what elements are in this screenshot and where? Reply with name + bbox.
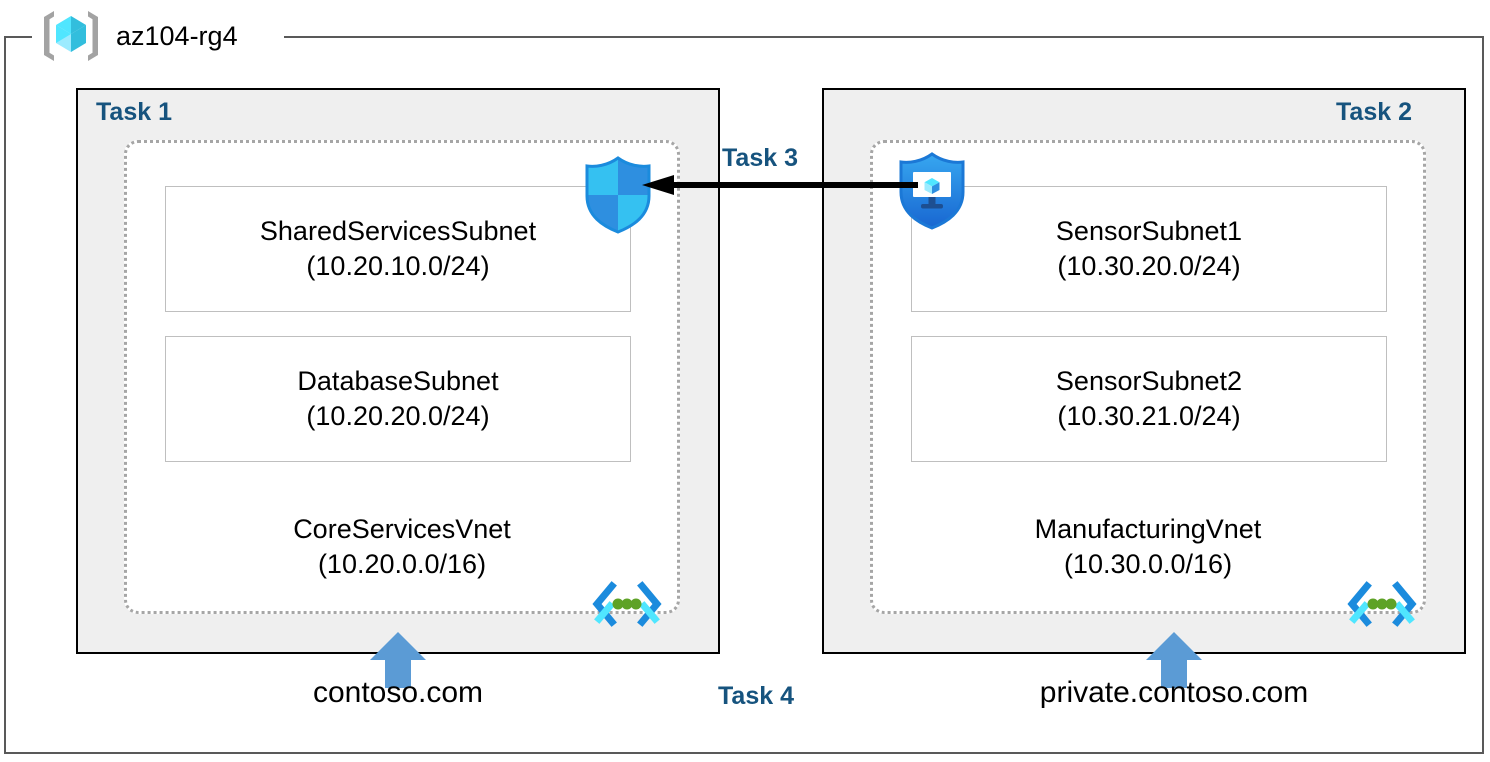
vnet-manufacturing-name: ManufacturingVnet — [1034, 514, 1262, 544]
dns-link-arrow-up-icon — [370, 632, 426, 688]
task1-label: Task 1 — [96, 98, 172, 126]
task3-label: Task 3 — [722, 144, 798, 172]
virtual-network-icon — [1345, 578, 1419, 630]
dns-zone-private-contoso: private.contoso.com — [1039, 676, 1309, 709]
task2-label: Task 2 — [1336, 98, 1412, 126]
subnet-database-cidr: (10.20.20.0/24) — [306, 401, 490, 431]
subnet-sensor1-name: SensorSubnet1 — [1055, 215, 1243, 246]
vnet-manufacturing-caption: ManufacturingVnet (10.30.0.0/16) — [870, 512, 1426, 582]
dns-zone-contoso: contoso.com — [312, 676, 484, 709]
subnet-sensor1-cidr: (10.30.20.0/24) — [1057, 251, 1241, 281]
task4-label: Task 4 — [718, 682, 794, 710]
resource-group-name: az104-rg4 — [116, 20, 238, 51]
network-security-group-shield-icon — [583, 156, 653, 234]
resource-group-cube-icon — [40, 8, 102, 64]
dns-link-arrow-up-icon — [1146, 632, 1202, 688]
subnet-sensor2-cidr: (10.30.21.0/24) — [1057, 401, 1241, 431]
virtual-network-icon — [590, 578, 664, 630]
vnet-coreservices-name: CoreServicesVnet — [293, 514, 511, 544]
subnet-sharedservices-name: SharedServicesSubnet — [259, 215, 537, 246]
peering-arrow-left-icon — [640, 172, 918, 198]
vnet-manufacturing-cidr: (10.30.0.0/16) — [1063, 549, 1233, 580]
subnet-database: DatabaseSubnet (10.20.20.0/24) — [165, 336, 631, 462]
bastion-vm-shield-icon — [897, 152, 967, 230]
vnet-coreservices-caption: CoreServicesVnet (10.20.0.0/16) — [124, 512, 680, 582]
subnet-sensor1: SensorSubnet1 (10.30.20.0/24) — [911, 186, 1387, 312]
resource-group-frame — [4, 36, 1484, 754]
resource-group-header: az104-rg4 — [40, 8, 238, 64]
subnet-sharedservices: SharedServicesSubnet (10.20.10.0/24) — [165, 186, 631, 312]
subnet-sensor2-name: SensorSubnet2 — [1055, 365, 1243, 396]
subnet-database-name: DatabaseSubnet — [297, 365, 499, 396]
subnet-sensor2: SensorSubnet2 (10.30.21.0/24) — [911, 336, 1387, 462]
vnet-coreservices-cidr: (10.20.0.0/16) — [317, 549, 487, 580]
subnet-sharedservices-cidr: (10.20.10.0/24) — [306, 251, 490, 281]
